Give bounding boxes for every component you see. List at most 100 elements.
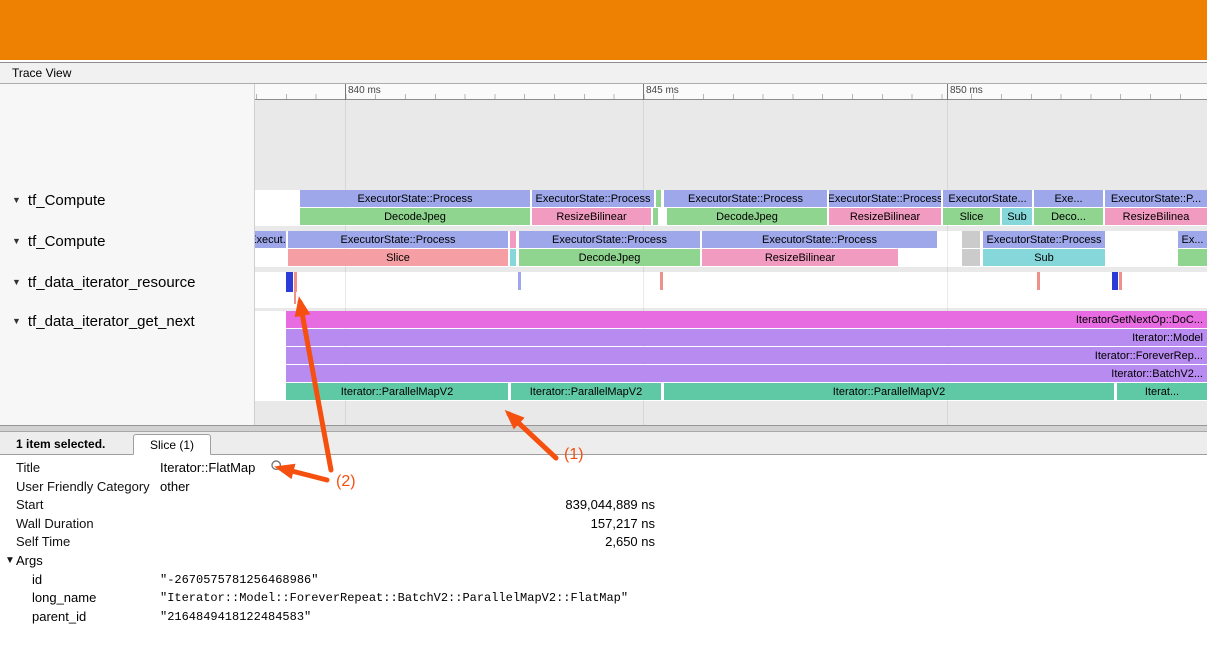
trace-slice[interactable]: Slice: [288, 249, 508, 266]
trace-slice[interactable]: ExecutorState::Process: [300, 190, 530, 207]
trace-slice[interactable]: Iterator::BatchV2...: [286, 365, 1207, 382]
field-value-wall-duration: 157,217 ns: [590, 515, 655, 531]
trace-slice[interactable]: Execut...: [255, 231, 286, 248]
trace-slice[interactable]: ResizeBilinea: [1105, 208, 1207, 225]
trace-mark[interactable]: [1037, 272, 1040, 290]
ruler-time-label: 850 ms: [950, 85, 983, 96]
panel-resize-divider[interactable]: [0, 425, 1207, 432]
arg-row-long-name: long_name "Iterator::Model::ForeverRepea…: [0, 588, 1207, 607]
ruler-major-tick: [345, 84, 346, 100]
track-name: tf_data_iterator_resource: [27, 273, 196, 291]
trace-slice[interactable]: Iterator::ParallelMapV2: [511, 383, 661, 400]
trace-mark[interactable]: [962, 249, 980, 266]
field-label-category: User Friendly Category: [16, 478, 150, 494]
collapse-triangle-icon[interactable]: ▼: [12, 277, 21, 287]
trace-slice[interactable]: Iterator::ParallelMapV2: [286, 383, 508, 400]
trace-slice[interactable]: IteratorGetNextOp::DoC...: [286, 311, 1207, 328]
trace-mark[interactable]: [962, 231, 980, 248]
trace-mark[interactable]: [294, 272, 297, 292]
trace-slice[interactable]: ExecutorState::Process: [829, 190, 941, 207]
trace-slice[interactable]: ResizeBilinear: [532, 208, 651, 225]
args-header-row: ▼ Args: [0, 551, 1207, 570]
track-row-background: [255, 272, 1207, 308]
collapse-triangle-icon[interactable]: ▼: [12, 316, 21, 326]
trace-mark[interactable]: [518, 272, 521, 290]
track-label-tf_Compute[interactable]: ▼tf_Compute: [12, 190, 105, 210]
trace-mark[interactable]: [294, 292, 296, 304]
field-row-start: Start 839,044,889 ns: [0, 495, 1207, 514]
trace-mark[interactable]: [286, 272, 293, 292]
trace-slice[interactable]: DecodeJpeg: [667, 208, 827, 225]
trace-slice[interactable]: ResizeBilinear: [702, 249, 898, 266]
annotation-label-2: (2): [336, 473, 356, 490]
trace-mark[interactable]: [653, 208, 658, 225]
arg-key-parent-id: parent_id: [32, 608, 87, 624]
field-label-wall-duration: Wall Duration: [16, 515, 94, 531]
arg-value-id: "-2670575781256468986": [160, 572, 319, 587]
arg-value-long-name: "Iterator::Model::ForeverRepeat::BatchV2…: [160, 591, 629, 606]
field-row-title: Title Iterator::FlatMap: [0, 458, 1207, 477]
trace-slice[interactable]: Iterat...: [1117, 383, 1207, 400]
trace-slice[interactable]: ExecutorState::Process: [664, 190, 827, 207]
trace-view-title-bar: Trace View: [0, 62, 1207, 84]
ruler-time-label: 840 ms: [348, 85, 381, 96]
arg-value-parent-id: "2164849418122484583": [160, 609, 312, 624]
annotation-label-1: (1): [564, 446, 584, 463]
trace-slice[interactable]: Exe...: [1034, 190, 1103, 207]
field-label-start: Start: [16, 497, 44, 513]
trace-mark[interactable]: [656, 190, 661, 207]
details-panel: 1 item selected. Slice (1) Title Iterato…: [0, 432, 1207, 664]
trace-slice[interactable]: ExecutorState::Process: [702, 231, 937, 248]
arg-key-id: id: [32, 571, 43, 587]
top-banner: [0, 0, 1207, 60]
tab-slice[interactable]: Slice (1): [133, 434, 212, 455]
trace-slice[interactable]: DecodeJpeg: [519, 249, 700, 266]
trace-slice[interactable]: Deco...: [1034, 208, 1103, 225]
trace-slice[interactable]: ExecutorState::Process: [519, 231, 700, 248]
trace-slice[interactable]: ExecutorState::Process: [288, 231, 508, 248]
trace-mark[interactable]: [510, 231, 516, 248]
field-label-self-time: Self Time: [16, 534, 71, 550]
selection-status: 1 item selected.: [16, 436, 106, 451]
track-label-tf_data_iterator_get_next[interactable]: ▼tf_data_iterator_get_next: [12, 311, 195, 331]
field-row-wall-duration: Wall Duration 157,217 ns: [0, 514, 1207, 533]
trace-slice[interactable]: DecodeJpeg: [300, 208, 530, 225]
trace-slice[interactable]: ExecutorState...: [943, 190, 1032, 207]
trace-slice[interactable]: Sub: [1002, 208, 1032, 225]
ruler-major-tick: [643, 84, 644, 100]
track-name: tf_Compute: [27, 232, 106, 250]
arg-key-long-name: long_name: [32, 590, 97, 606]
trace-slice[interactable]: ExecutorState::Process: [532, 190, 654, 207]
trace-slice[interactable]: Iterator::ForeverRep...: [286, 347, 1207, 364]
gridline: [947, 100, 948, 425]
args-expander-icon[interactable]: ▼: [5, 554, 15, 566]
field-value-title: Iterator::FlatMap: [160, 460, 256, 475]
track-label-panel: ▼tf_Compute▼tf_Compute▼tf_data_iterator_…: [0, 84, 255, 425]
track-label-tf_Compute[interactable]: ▼ tf_Compute: [12, 231, 105, 251]
trace-slice[interactable]: Iterator::Model: [286, 329, 1207, 346]
trace-slice[interactable]: Iterator::ParallelMapV2: [664, 383, 1114, 400]
details-fields: Title Iterator::FlatMap User Friendly Ca…: [0, 458, 1207, 625]
field-value-start: 839,044,889 ns: [565, 497, 655, 513]
track-label-tf_data_iterator_resource[interactable]: ▼ tf_data_iterator_resource: [12, 272, 196, 292]
arg-row-id: id "-2670575781256468986": [0, 570, 1207, 589]
trace-slice[interactable]: ResizeBilinear: [829, 208, 941, 225]
trace-slice[interactable]: ExecutorState::Process: [983, 231, 1105, 248]
field-label-title: Title: [16, 460, 41, 475]
trace-slice[interactable]: Ex...: [1178, 231, 1207, 248]
field-value-category: other: [160, 478, 190, 494]
collapse-triangle-icon[interactable]: ▼: [12, 236, 21, 246]
trace-mark[interactable]: [1119, 272, 1122, 290]
trace-mark[interactable]: [1178, 249, 1207, 266]
field-row-category: User Friendly Category other: [0, 477, 1207, 496]
field-value-self-time: 2,650 ns: [605, 534, 655, 550]
trace-slice[interactable]: Slice: [943, 208, 1000, 225]
trace-mark[interactable]: [660, 272, 663, 290]
collapse-triangle-icon[interactable]: ▼: [12, 195, 21, 205]
trace-slice[interactable]: Sub: [983, 249, 1105, 266]
trace-slice[interactable]: ExecutorState::P...: [1105, 190, 1207, 207]
trace-mark[interactable]: [510, 249, 516, 266]
trace-mark[interactable]: [1112, 272, 1118, 290]
